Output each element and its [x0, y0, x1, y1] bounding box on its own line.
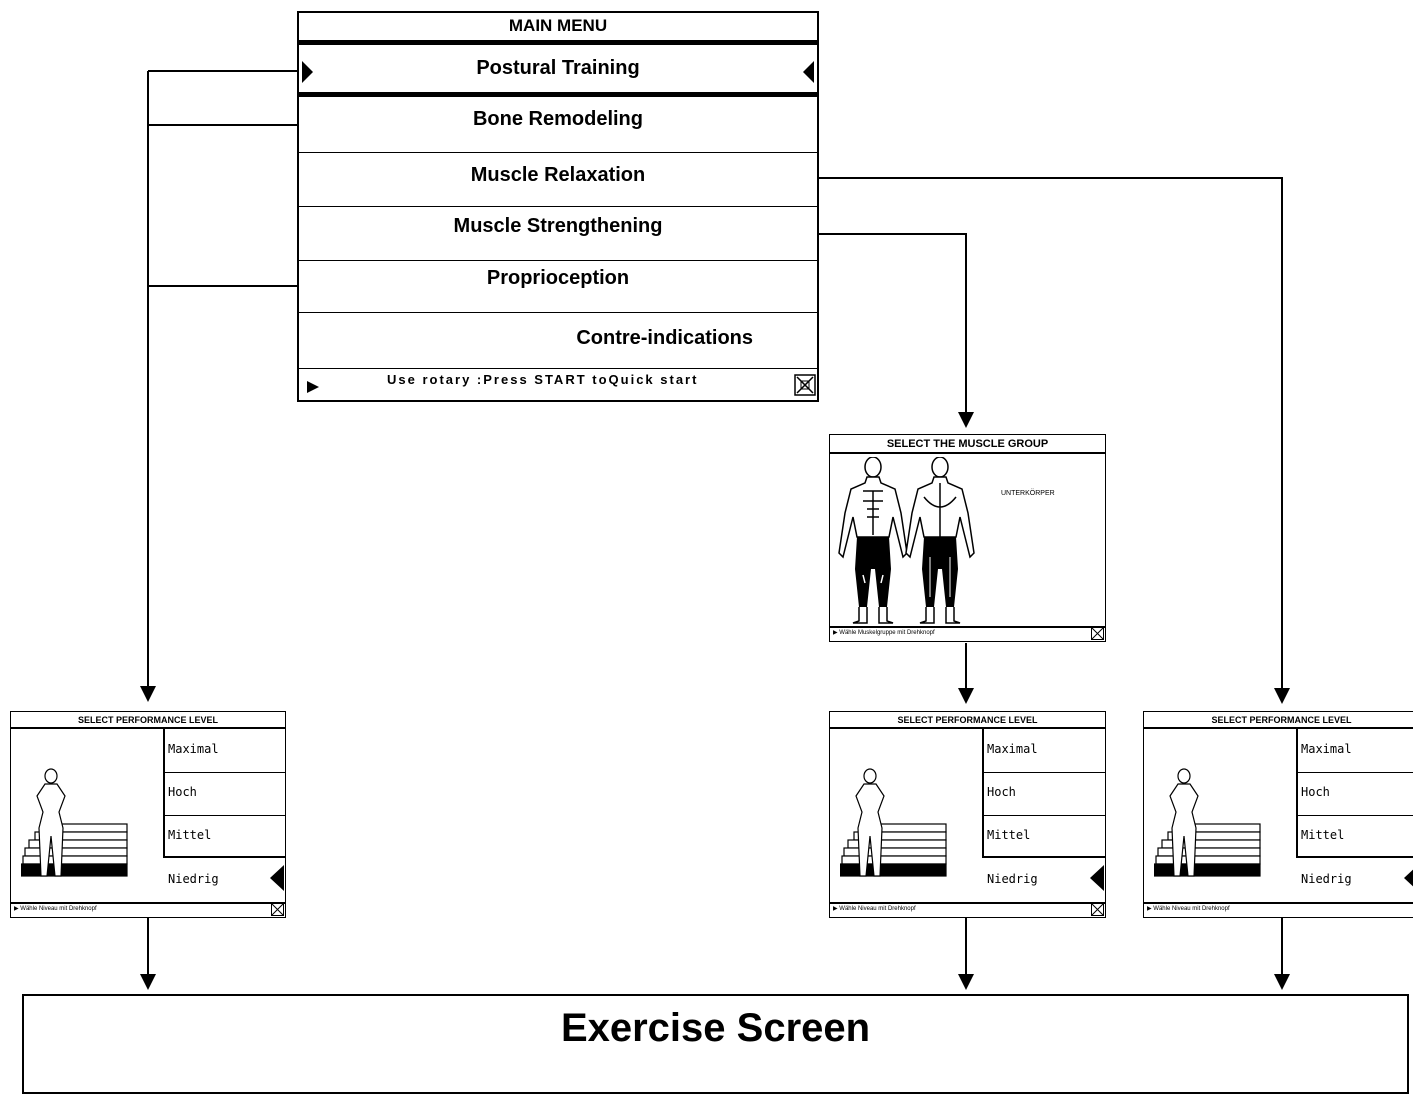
main-menu-footer: Use rotary :Press START toQuick start	[299, 371, 817, 400]
menu-item-bone-remodeling[interactable]: Bone Remodeling	[299, 97, 817, 153]
level-option-mittel[interactable]: Mittel	[987, 828, 1031, 842]
level-option-mittel[interactable]: Mittel	[1301, 828, 1345, 842]
level-divider	[165, 815, 286, 816]
performance-level-screen-2: SELECT PERFORMANCE LEVEL Maximal Hoch Mi…	[829, 711, 1106, 918]
level-option-niedrig[interactable]: Niedrig	[168, 872, 219, 886]
menu-item-proprioception[interactable]: Proprioception	[299, 261, 817, 313]
menu-item-label: Bone Remodeling	[472, 108, 643, 130]
body-back-icon[interactable]	[904, 457, 976, 625]
footer-hint: Wähle Muskelgruppe mit Drehknopf	[839, 630, 935, 636]
performance-level-screen-3: SELECT PERFORMANCE LEVEL Maximal Hoch Mi…	[1143, 711, 1413, 918]
level-divider	[984, 772, 1106, 773]
performance-steps-icon	[1154, 768, 1261, 877]
menu-item-contre-indications[interactable]: Contre-indications	[299, 313, 817, 369]
level-option-maximal[interactable]: Maximal	[168, 742, 219, 756]
level-option-mittel[interactable]: Mittel	[168, 828, 212, 842]
close-icon[interactable]	[1091, 627, 1104, 640]
close-icon[interactable]	[271, 903, 284, 916]
level-option-maximal[interactable]: Maximal	[987, 742, 1038, 756]
selection-left-arrow-icon	[803, 61, 814, 83]
performance-steps-icon	[21, 768, 128, 877]
level-option-hoch[interactable]: Hoch	[1301, 785, 1330, 799]
muscle-group-title: SELECT THE MUSCLE GROUP	[830, 435, 1105, 454]
footer-play-icon: ▶	[14, 906, 21, 912]
connector-strengthening	[818, 233, 974, 428]
level-option-hoch[interactable]: Hoch	[168, 785, 197, 799]
muscle-group-screen: SELECT THE MUSCLE GROUP UNTERKÖRPER ▶ Wä…	[829, 434, 1106, 642]
region-label: UNTERKÖRPER	[1001, 490, 1055, 497]
selection-left-arrow-icon	[1404, 869, 1413, 887]
connector-relaxation	[818, 177, 1290, 704]
close-icon[interactable]	[794, 374, 816, 396]
menu-item-label: Muscle Relaxation	[470, 164, 646, 186]
level-option-niedrig[interactable]: Niedrig	[987, 872, 1038, 886]
menu-item-postural-training[interactable]: Postural Training	[299, 45, 817, 97]
close-icon[interactable]	[1091, 903, 1104, 916]
exercise-screen-title: Exercise Screen	[560, 1006, 871, 1050]
selection-left-arrow-icon	[1090, 865, 1104, 891]
main-menu-screen: MAIN MENU Postural Training Bone Remodel…	[297, 11, 819, 402]
performance-level-screen-1: SELECT PERFORMANCE LEVEL Maximal Hoch Mi…	[10, 711, 286, 918]
level-option-niedrig[interactable]: Niedrig	[1301, 872, 1352, 886]
performance-level-title: SELECT PERFORMANCE LEVEL	[11, 712, 285, 729]
performance-level-screen-3-clip: SELECT PERFORMANCE LEVEL Maximal Hoch Mi…	[1143, 711, 1413, 918]
footer-hint: Use rotary :Press START toQuick start	[387, 372, 699, 387]
selection-left-arrow-icon	[270, 865, 284, 891]
footer-play-icon: ▶	[833, 906, 840, 912]
play-icon	[307, 381, 319, 393]
performance-level-title: SELECT PERFORMANCE LEVEL	[1144, 712, 1413, 729]
footer-hint: Wähle Niveau mit Drehknopf	[1153, 906, 1230, 912]
level-option-hoch[interactable]: Hoch	[987, 785, 1016, 799]
main-menu-title: MAIN MENU	[299, 13, 817, 45]
menu-item-muscle-relaxation[interactable]: Muscle Relaxation	[299, 153, 817, 207]
muscle-group-footer: ▶ Wähle Muskelgruppe mit Drehknopf	[830, 626, 1105, 641]
footer-play-icon: ▶	[833, 630, 840, 636]
footer-play-icon: ▶	[1147, 906, 1154, 912]
performance-level-footer: ▶ Wähle Niveau mit Drehknopf	[1144, 902, 1413, 917]
level-panel	[1296, 729, 1413, 858]
performance-level-footer: ▶ Wähle Niveau mit Drehknopf	[830, 902, 1105, 917]
menu-item-label: Muscle Strengthening	[453, 215, 663, 237]
footer-hint: Wähle Niveau mit Drehknopf	[20, 906, 97, 912]
level-divider	[984, 815, 1106, 816]
menu-item-label: Proprioception	[486, 267, 630, 289]
level-option-maximal[interactable]: Maximal	[1301, 742, 1352, 756]
performance-level-title: SELECT PERFORMANCE LEVEL	[830, 712, 1105, 729]
level-divider	[1298, 815, 1413, 816]
menu-item-muscle-strengthening[interactable]: Muscle Strengthening	[299, 207, 817, 261]
body-front-icon[interactable]	[837, 457, 909, 625]
performance-steps-icon	[840, 768, 947, 877]
exercise-screen[interactable]: Exercise Screen	[22, 994, 1409, 1094]
performance-level-footer: ▶ Wähle Niveau mit Drehknopf	[11, 902, 285, 917]
footer-hint: Wähle Niveau mit Drehknopf	[839, 906, 916, 912]
menu-item-label: Postural Training	[476, 57, 640, 79]
selection-right-arrow-icon	[302, 61, 313, 83]
level-panel	[982, 729, 1106, 858]
level-divider	[1298, 772, 1413, 773]
level-panel	[163, 729, 286, 858]
level-divider	[165, 772, 286, 773]
menu-item-label: Contre-indications	[576, 327, 753, 349]
